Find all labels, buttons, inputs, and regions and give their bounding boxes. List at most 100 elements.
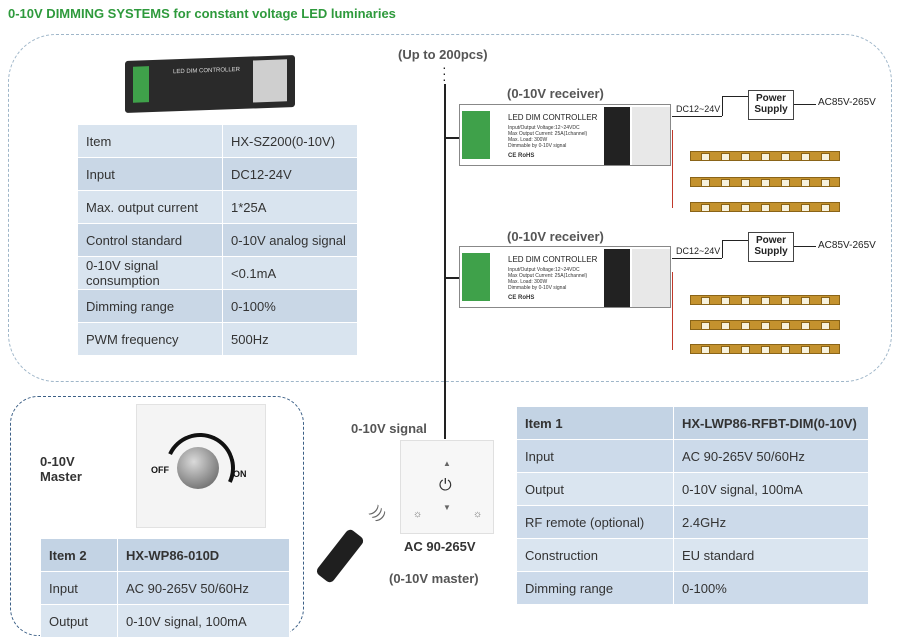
spec-value: 0-10V signal, 100mA	[673, 472, 869, 506]
signal-label: 0-10V signal	[351, 421, 427, 436]
spec-key: Construction	[516, 538, 674, 572]
strip-wire-red-1	[672, 130, 691, 208]
receiver-marks: CE RoHS	[508, 295, 535, 301]
spec-key: PWM frequency	[77, 322, 223, 356]
wire-dc-2	[672, 258, 722, 259]
spec-value: 0-100%	[673, 571, 869, 605]
strip-wire-red-2	[672, 272, 691, 350]
bus-dots: ···	[442, 59, 447, 87]
receiver-controller-1: LED DIM CONTROLLER Input/Output Voltage:…	[459, 104, 671, 166]
receiver-specs: Input/Output Voltage:12~24VDC Max Output…	[508, 267, 588, 291]
spec-value: 0-10V signal, 100mA	[117, 604, 290, 638]
spec-value: 1*25A	[222, 190, 358, 224]
dimmer-off-label: OFF	[151, 465, 169, 475]
wire-psu-in-2	[722, 240, 748, 241]
receiver-label-2: (0-10V receiver)	[507, 229, 604, 244]
spec-row: RF remote (optional)2.4GHz	[516, 505, 869, 539]
spec-value: 2.4GHz	[673, 505, 869, 539]
wifi-signal-icon: )))	[368, 502, 390, 524]
touch-panel-photo: ▲ ⏻ ▼ ☼ ☼	[400, 440, 494, 534]
ac-master-label: AC 90-265V	[404, 539, 476, 554]
wire-ac-2	[794, 246, 816, 247]
bus-tap-1	[444, 137, 464, 139]
knob-dimmer-photo: OFF ON	[136, 404, 266, 528]
spec-value: DC12-24V	[222, 157, 358, 191]
spec-value: 500Hz	[222, 322, 358, 356]
controller-photo: LED DIM CONTROLLER	[125, 55, 295, 113]
receiver-specs: Input/Output Voltage:12~24VDC Max Output…	[508, 125, 588, 149]
power-supply-2: Power Supply	[748, 232, 794, 262]
spec-key: Item	[77, 124, 223, 158]
up-arrow-icon: ▲	[443, 459, 451, 468]
spec-key: Item 1	[516, 406, 674, 440]
master-label: (0-10V master)	[389, 571, 479, 586]
spec-key: Max. output current	[77, 190, 223, 224]
led-strip	[690, 177, 840, 187]
spec-key: Input	[40, 571, 118, 605]
dc-label-1: DC12~24V	[676, 104, 721, 114]
spec-value: 0-100%	[222, 289, 358, 323]
wire-dc-1	[672, 116, 722, 117]
spec-key: Dimming range	[516, 571, 674, 605]
spec-key: 0-10V signal consumption	[77, 256, 223, 290]
led-strip	[690, 344, 840, 354]
signal-bus-line	[444, 84, 446, 439]
bus-tap-2	[444, 277, 464, 279]
receiver-input-terminal	[462, 253, 490, 301]
spec-value: HX-LWP86-RFBT-DIM(0-10V)	[673, 406, 869, 440]
receiver-marks: CE RoHS	[508, 153, 535, 159]
ac-label-2: AC85V-265V	[818, 240, 876, 251]
rf-remote	[314, 527, 366, 585]
wire-psu-in-1	[722, 96, 748, 97]
brightness-low-icon: ☼	[413, 509, 423, 520]
receiver-name: LED DIM CONTROLLER	[508, 255, 598, 264]
spec-key: Input	[516, 439, 674, 473]
system-boundary	[8, 34, 892, 382]
spec-value: AC 90-265V 50/60Hz	[673, 439, 869, 473]
spec-value: AC 90-265V 50/60Hz	[117, 571, 290, 605]
spec-row: 0-10V signal consumption<0.1mA	[77, 256, 358, 290]
terminal-block-green	[133, 66, 149, 103]
led-strip	[690, 151, 840, 161]
dimmer-on-label: ON	[233, 469, 247, 479]
terminal-block-white	[253, 59, 287, 103]
wire-dc-up-2	[722, 240, 723, 258]
spec-key: Item 2	[40, 538, 118, 572]
brightness-high-icon: ☼	[473, 509, 483, 520]
led-strip	[690, 320, 840, 330]
led-strip	[690, 202, 840, 212]
receiver-input-terminal	[462, 111, 490, 159]
spec-key: Output	[516, 472, 674, 506]
receiver-label-1: (0-10V receiver)	[507, 86, 604, 101]
receiver-output-terminal	[604, 249, 630, 307]
receiver-controller-2: LED DIM CONTROLLER Input/Output Voltage:…	[459, 246, 671, 308]
receiver-output-terminal	[604, 107, 630, 165]
dimmer-knob	[177, 447, 219, 489]
page-title: 0-10V DIMMING SYSTEMS for constant volta…	[8, 6, 396, 21]
spec-value: HX-WP86-010D	[117, 538, 290, 572]
spec-value: <0.1mA	[222, 256, 358, 290]
power-icon: ⏻	[439, 477, 452, 494]
spec-value: 0-10V analog signal	[222, 223, 358, 257]
spec-key: RF remote (optional)	[516, 505, 674, 539]
up-to-label: (Up to 200pcs)	[398, 47, 488, 62]
spec-key: Dimming range	[77, 289, 223, 323]
wire-dc-up-1	[722, 96, 723, 116]
spec-key: Control standard	[77, 223, 223, 257]
controller-photo-label: LED DIM CONTROLLER	[173, 66, 241, 76]
